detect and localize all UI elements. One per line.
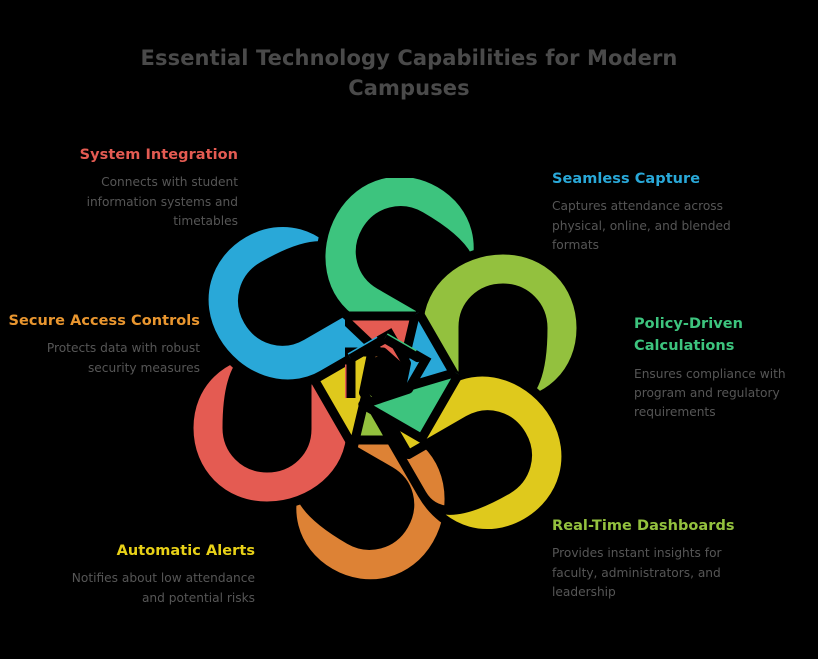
capability-heading: Policy-Driven Calculations xyxy=(634,316,744,355)
capability-description: Captures attendance across physical, onl… xyxy=(552,199,731,252)
capability-heading: System Integration xyxy=(79,147,238,163)
page-title: Essential Technology Capabilities for Mo… xyxy=(140,46,678,100)
capability-seamless-capture: Seamless Capture Captures attendance acr… xyxy=(552,168,752,255)
capability-policy-driven-calculations: Policy-Driven Calculations Ensures compl… xyxy=(634,313,818,423)
capability-description: Ensures compliance with program and regu… xyxy=(634,366,786,420)
capability-description: Protects data with robust security measu… xyxy=(46,341,200,375)
capability-heading: Secure Access Controls xyxy=(8,313,200,329)
capability-system-integration: System Integration Connects with student… xyxy=(38,144,238,231)
capability-heading: Real-Time Dashboards xyxy=(552,518,735,534)
capability-heading: Automatic Alerts xyxy=(116,543,255,559)
capability-heading: Seamless Capture xyxy=(552,171,701,187)
capability-automatic-alerts: Automatic Alerts Notifies about low atte… xyxy=(55,540,255,608)
capability-secure-access-controls: Secure Access Controls Protects data wit… xyxy=(0,310,200,378)
capability-description: Provides instant insights for faculty, a… xyxy=(552,546,722,599)
knot-graphic xyxy=(170,178,600,588)
knot-svg xyxy=(170,178,600,588)
capability-description: Notifies about low attendance and potent… xyxy=(71,571,255,605)
capability-real-time-dashboards: Real-Time Dashboards Provides instant in… xyxy=(552,515,752,602)
capability-description: Connects with student information system… xyxy=(86,175,238,228)
